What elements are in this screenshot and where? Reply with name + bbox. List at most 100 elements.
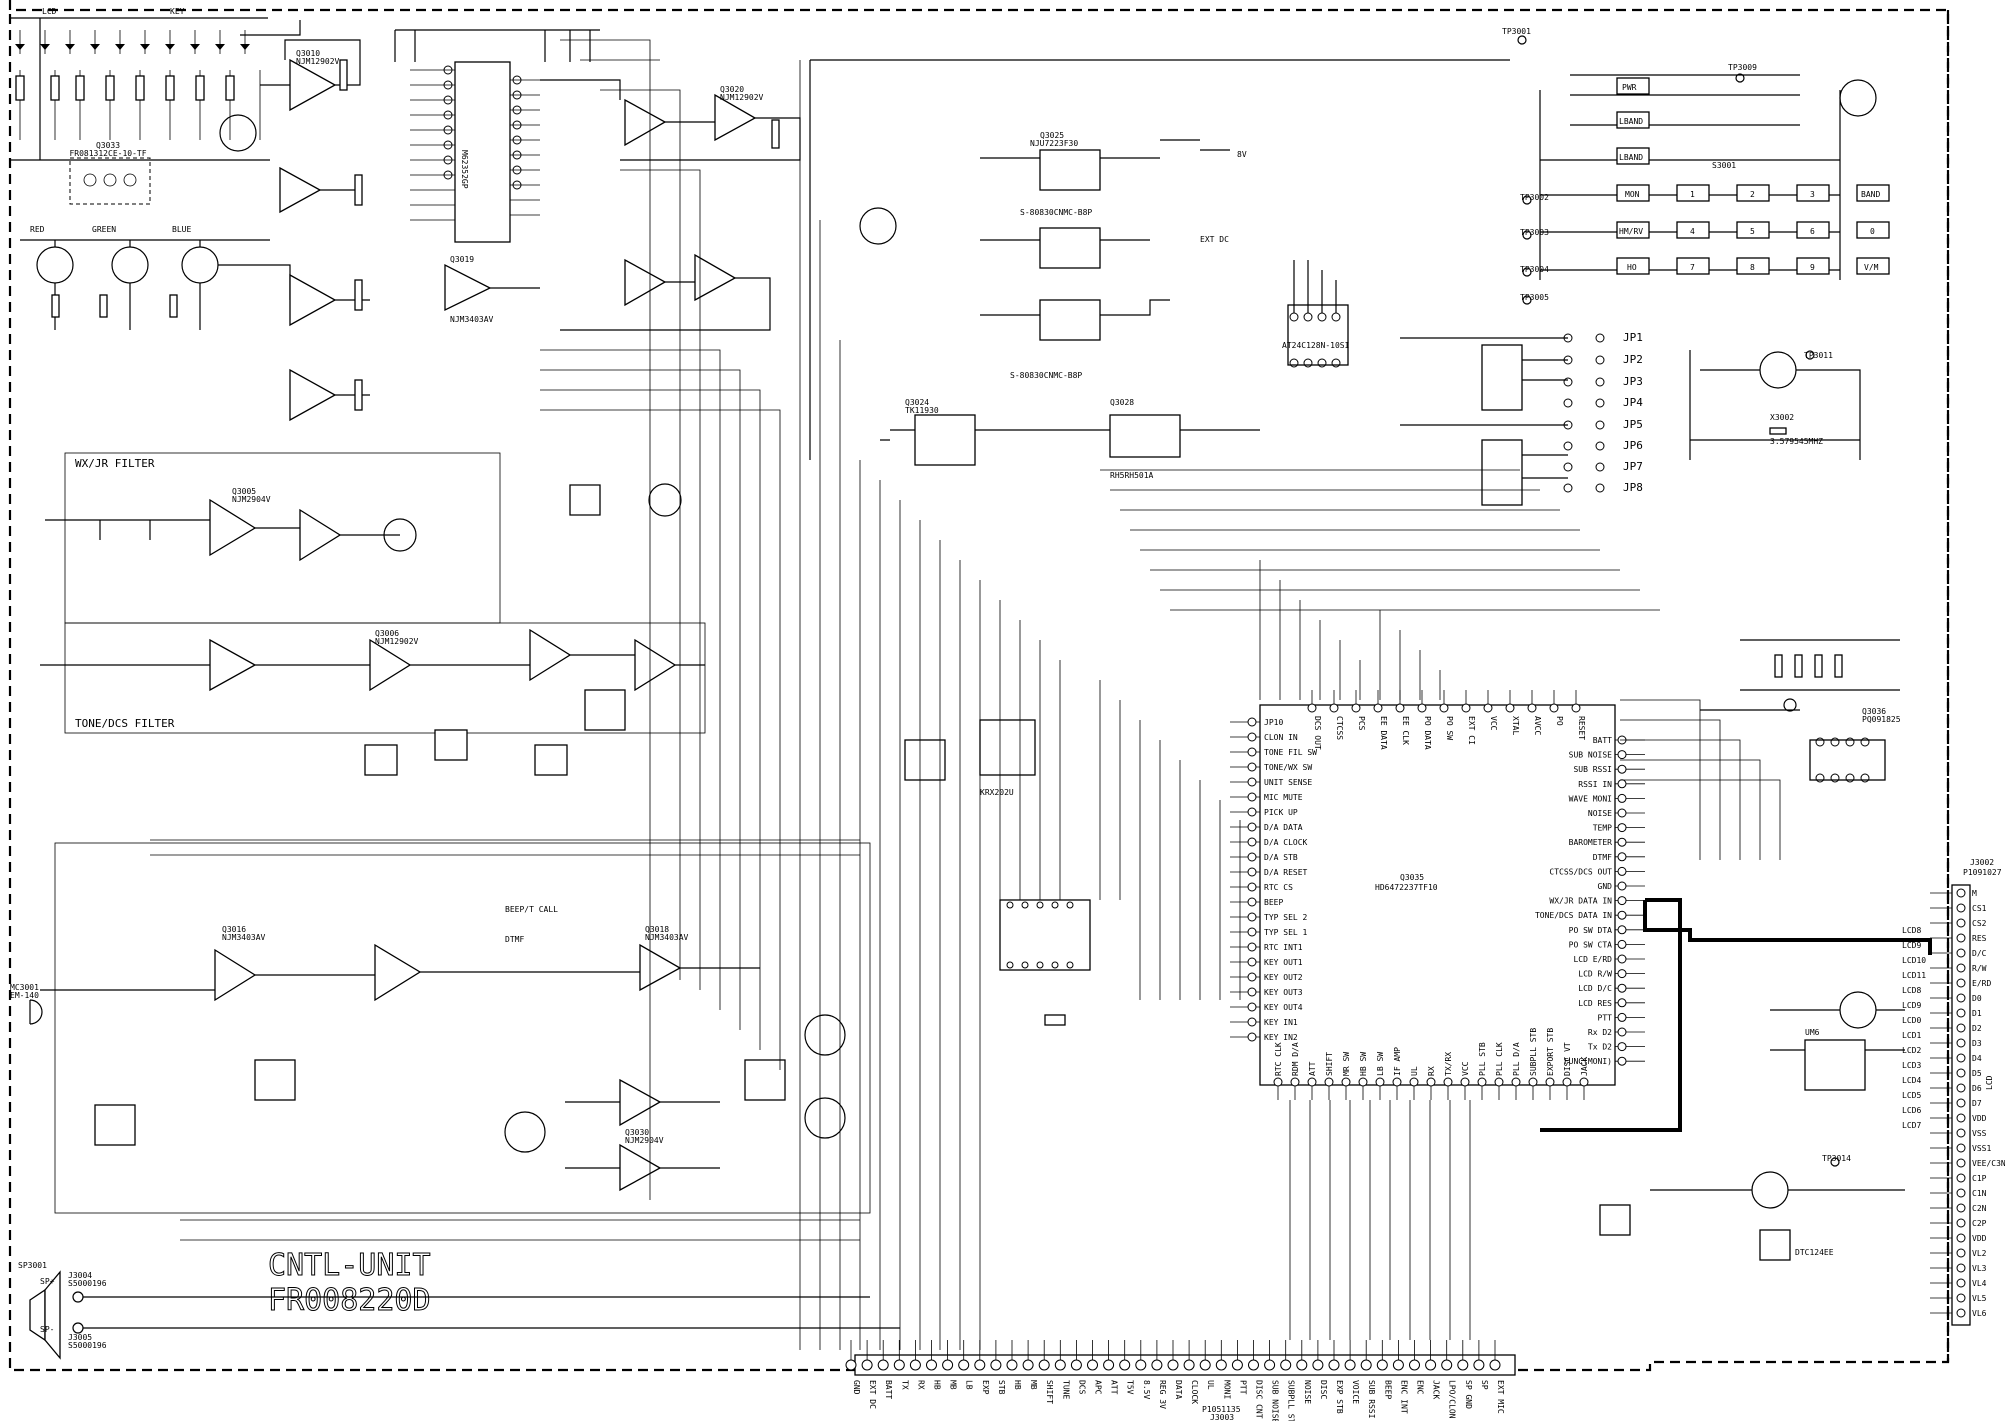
key-ho-label: HO	[1627, 263, 1637, 272]
board-title: CNTL-UNIT FR008220D	[268, 1248, 432, 1319]
lcd-bus-label: LCD10	[1902, 956, 1926, 965]
lcd-label: LCD	[42, 7, 57, 16]
mcu-top-pin-label: DCS OUT	[1313, 716, 1322, 750]
mcu-top-pin-label: EXT CI	[1467, 716, 1476, 745]
bottom-pin-pad	[1151, 1359, 1163, 1371]
key-vm-label: V/M	[1864, 263, 1879, 272]
key-label: KEY	[170, 7, 185, 16]
lcd-pin-label: VSS1	[1972, 1144, 1991, 1153]
bottom-pin-label: ATT	[1110, 1380, 1119, 1395]
bottom-pin-label: LB	[965, 1380, 974, 1390]
mcu-left-pin-pad	[1247, 762, 1257, 772]
mcu-right-pin-pad	[1617, 823, 1627, 833]
mcu-right-pin-label: SUB RSSI	[1573, 765, 1612, 774]
mcu-left-pin-label: KEY OUT1	[1264, 958, 1303, 967]
lcd-pin-label: D/C	[1972, 949, 1987, 958]
key-2[interactable]	[1736, 184, 1770, 202]
mcu-top-pin-label: CTCSS	[1335, 716, 1344, 740]
note-blue: BLUE	[172, 225, 191, 234]
tp3003: TP3003	[1520, 228, 1549, 237]
mcu-right-pin-label: PTT	[1598, 1013, 1613, 1022]
lcd-pin-label: D3	[1972, 1039, 1982, 1048]
key-5[interactable]	[1736, 221, 1770, 239]
mcu-bottom-pin-label: LB SW	[1376, 1052, 1385, 1076]
mcu-bottom-pin-pad	[1460, 1077, 1470, 1087]
lcd-pin-label: C2P	[1972, 1219, 1987, 1228]
key-pwr[interactable]	[1616, 77, 1650, 95]
mcu-left-pin-pad	[1247, 822, 1257, 832]
bottom-pin-label: SHIFT	[1045, 1380, 1054, 1404]
bottom-pin-label: RX	[916, 1380, 925, 1390]
bottom-pin-pad	[1441, 1359, 1453, 1371]
bottom-pin-label: DISC CNT	[1255, 1380, 1264, 1419]
jp8: JP8	[1623, 481, 1643, 494]
jack-j3004-ref: J3004	[68, 1271, 92, 1280]
bottom-pin-label: SUBPLL STB	[1287, 1380, 1296, 1421]
ic-q3028-part: RH5RH501A	[1110, 471, 1154, 480]
mcu-right-pin-pad	[1617, 896, 1627, 906]
key-pwr-label: PWR	[1622, 83, 1637, 92]
resistor-network-right	[1700, 639, 1900, 712]
bottom-pin-pad	[893, 1359, 905, 1371]
led-cluster-q3033: Q3033 FR081312CE-10-TF	[69, 141, 151, 205]
mcu-right-pin-pad	[1617, 750, 1627, 760]
key-mon[interactable]	[1616, 184, 1650, 202]
key-lband-2[interactable]	[1616, 147, 1650, 165]
lcd-bus-label: LCD0	[1902, 1016, 1921, 1025]
bottom-pin-label: HB	[933, 1380, 942, 1390]
mcu-right-pin-pad	[1617, 779, 1627, 789]
lcd-pin-label: D5	[1972, 1069, 1982, 1078]
mcu-left-pin-pad	[1247, 927, 1257, 937]
ic-q3028-ref: Q3028	[1110, 398, 1134, 407]
mcu-right-pin-label: BAROMETER	[1569, 838, 1613, 847]
key-ho[interactable]	[1616, 257, 1650, 275]
key-8[interactable]	[1736, 257, 1770, 275]
key-lband[interactable]	[1616, 111, 1650, 129]
mcu-top-pin-label: PO SW	[1445, 716, 1454, 740]
mcu-top-pin-pad	[1461, 703, 1471, 713]
bottom-pin-label: 8.5V	[1142, 1380, 1151, 1399]
bottom-pin-pad	[1409, 1359, 1420, 1371]
mcu-top-pin-pad	[1505, 703, 1515, 713]
bottom-pin-label: ENC	[1416, 1380, 1425, 1395]
ic-q3012-part: M62352GP	[460, 150, 469, 189]
mcu-left-pin-pad	[1247, 897, 1257, 907]
key-lband-2-label: LBAND	[1619, 153, 1643, 162]
ic-q3012: M62352GP	[394, 29, 600, 243]
bottom-conn-part: P1051135	[1202, 1405, 1241, 1414]
bottom-pin-label: MONI	[1222, 1380, 1231, 1399]
mcu-top-pin-pad	[1307, 703, 1317, 713]
key-band[interactable]	[1856, 184, 1890, 202]
key-hmrv[interactable]	[1616, 221, 1650, 239]
ic-q3040-part: DTC124EE	[1795, 1248, 1834, 1257]
lcd-bus-label: LCD2	[1902, 1046, 1921, 1055]
mcu-left-pin-pad	[1247, 987, 1257, 997]
mcu-top-pin-label: PO DATA	[1423, 716, 1432, 750]
jack-j3005-part: S5000196	[68, 1341, 107, 1350]
key-lband-label: LBAND	[1619, 117, 1643, 126]
key-3[interactable]	[1796, 184, 1830, 202]
board-part-number: FR008220D	[268, 1283, 431, 1318]
key-7[interactable]	[1676, 257, 1710, 275]
lcd-pin-label: VL3	[1972, 1264, 1987, 1273]
bottom-pin-pad	[1103, 1359, 1115, 1371]
key-vm[interactable]	[1856, 257, 1890, 275]
mcu-left-pin-label: TONE FIL SW	[1264, 748, 1317, 757]
key-1[interactable]	[1676, 184, 1710, 202]
tp3001: TP3001	[1502, 27, 1531, 36]
key-4[interactable]	[1676, 221, 1710, 239]
mcu-top-pin-label: PO	[1555, 716, 1564, 726]
mcu-left-pin-pad	[1247, 747, 1257, 757]
ic-q3036-ref: Q3036	[1862, 707, 1886, 716]
key-6[interactable]	[1796, 221, 1830, 239]
lcd-bus-label: LCD8	[1902, 926, 1921, 935]
key-9[interactable]	[1796, 257, 1830, 275]
mcu-right-pin-pad	[1617, 925, 1627, 935]
bottom-pin-label: APC	[1094, 1380, 1103, 1395]
mcu-bottom-pin-pad	[1494, 1077, 1504, 1087]
key-0[interactable]	[1856, 221, 1890, 239]
lcd-pin-pad	[1956, 1083, 1966, 1093]
mcu-bottom-pin-label: UL	[1410, 1066, 1419, 1076]
